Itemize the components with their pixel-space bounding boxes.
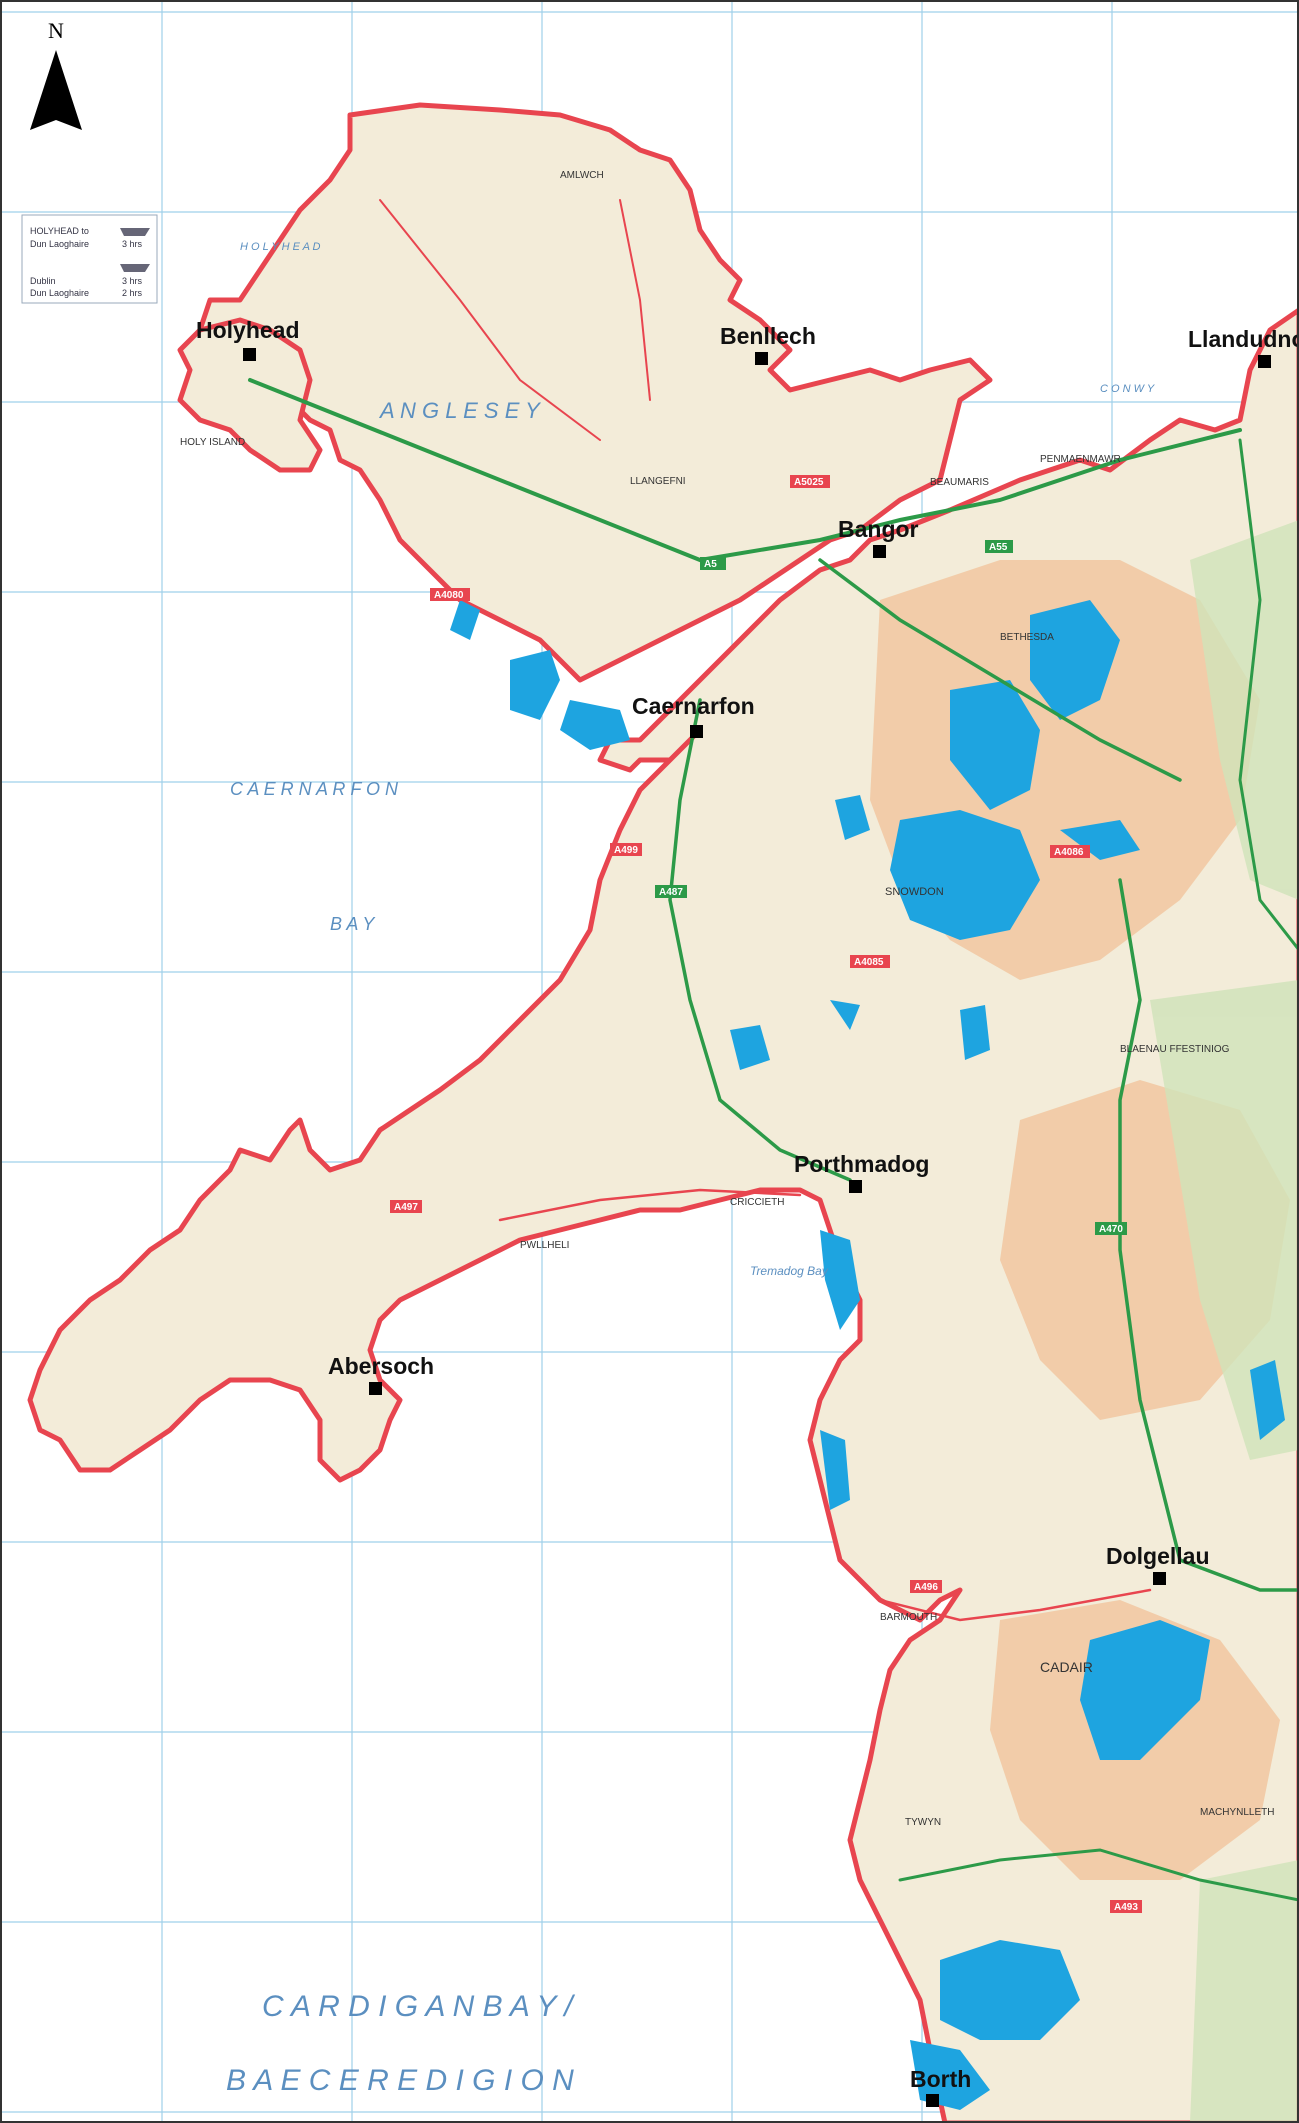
town-bangor[interactable]: Bangor — [838, 516, 919, 558]
roads — [248, 199, 1299, 1902]
road-a487: A487 — [659, 887, 683, 898]
place-criccieth: CRICCIETH — [730, 1197, 784, 1208]
ferry-row-2-to: Dun Laoghaire — [30, 288, 89, 298]
place-penmaenmawr: PENMAENMAWR — [1040, 454, 1121, 465]
ferry-row-3-time: 2 hrs — [122, 288, 143, 298]
town-dolgellau-label: Dolgellau — [1106, 1543, 1210, 1569]
town-llandudno-label: Llandudno — [1188, 326, 1299, 352]
road-a55: A55 — [989, 542, 1008, 553]
lakes — [450, 600, 1285, 2110]
ferry-icon — [120, 264, 150, 272]
ferry-table: HOLYHEAD to Dun Laoghaire 3 hrs Dublin D… — [21, 214, 158, 304]
town-borth[interactable]: Borth — [910, 2066, 971, 2107]
place-holy-island: HOLY ISLAND — [180, 437, 245, 448]
road-a5025: A5025 — [794, 477, 824, 488]
conwy-bay-label: C O N W Y — [1100, 383, 1155, 395]
place-machynlleth: MACHYNLLETH — [1200, 1807, 1274, 1818]
holy-island — [177, 317, 323, 473]
bae-ceredigion-label: B A E C E R E D I G I O N — [226, 2064, 574, 2097]
ferry-row-1-from: HOLYHEAD to — [30, 226, 89, 236]
place-barmouth: BARMOUTH — [880, 1612, 937, 1623]
north-label: N — [48, 18, 64, 43]
anglesey-label: A N G L E S E Y — [378, 398, 541, 423]
place-bethesda: BETHESDA — [1000, 632, 1054, 643]
caernarfon-bay-label: C A E R N A R F O N — [230, 779, 399, 799]
tremadog-bay-label: Tremadog Bay — [750, 1264, 829, 1278]
town-borth-label: Borth — [910, 2066, 971, 2092]
holyhead-bay-label: H O L Y H E A D — [240, 241, 321, 253]
cardigan-bay-label: C A R D I G A N B A Y / — [262, 1990, 575, 2023]
ferry-row-2-from: Dublin — [30, 276, 56, 286]
road-a4080: A4080 — [434, 590, 464, 601]
ferry-row-1-time: 3 hrs — [122, 239, 143, 249]
ferry-row-2-time: 3 hrs — [122, 276, 143, 286]
green-areas — [1150, 520, 1299, 2123]
town-benllech-label: Benllech — [720, 323, 816, 349]
road-a470: A470 — [1099, 1224, 1123, 1235]
place-cadair: CADAIR — [1040, 1659, 1093, 1675]
road-a5: A5 — [704, 559, 717, 570]
place-pwllheli: PWLLHELI — [520, 1240, 569, 1251]
road-a497: A497 — [394, 1202, 418, 1213]
ferry-row-1-to: Dun Laoghaire — [30, 239, 89, 249]
road-a499: A499 — [614, 845, 638, 856]
bay-label: B A Y — [330, 914, 376, 934]
place-llangefni: LLANGEFNI — [630, 476, 686, 487]
town-caernarfon-label: Caernarfon — [632, 693, 755, 719]
town-caernarfon[interactable]: Caernarfon — [632, 693, 755, 738]
road-a4085: A4085 — [854, 957, 884, 968]
town-bangor-label: Bangor — [838, 516, 919, 542]
road-a4086: A4086 — [1054, 847, 1084, 858]
road-a496: A496 — [914, 1582, 938, 1593]
town-porthmadog-label: Porthmadog — [794, 1151, 929, 1177]
town-abersoch[interactable]: Abersoch — [328, 1353, 434, 1395]
place-amlwch: AMLWCH — [560, 170, 604, 181]
town-dolgellau[interactable]: Dolgellau — [1106, 1543, 1210, 1585]
road-a493: A493 — [1114, 1902, 1138, 1913]
north-arrow-icon — [30, 50, 82, 130]
town-holyhead[interactable]: Holyhead — [196, 317, 300, 361]
town-llandudno[interactable]: Llandudno — [1188, 326, 1299, 368]
place-snowdon: SNOWDON — [885, 886, 944, 898]
town-benllech[interactable]: Benllech — [720, 323, 816, 365]
place-tywyn: TYWYN — [905, 1817, 941, 1828]
town-abersoch-label: Abersoch — [328, 1353, 434, 1379]
place-blaenau-ffestiniog: BLAENAU FFESTINIOG — [1120, 1044, 1230, 1055]
north-arrow[interactable]: N — [26, 16, 86, 136]
place-beaumaris: BEAUMARIS — [930, 477, 989, 488]
town-porthmadog[interactable]: Porthmadog — [794, 1151, 929, 1193]
town-holyhead-label: Holyhead — [196, 317, 300, 343]
ferry-icon — [120, 228, 150, 236]
